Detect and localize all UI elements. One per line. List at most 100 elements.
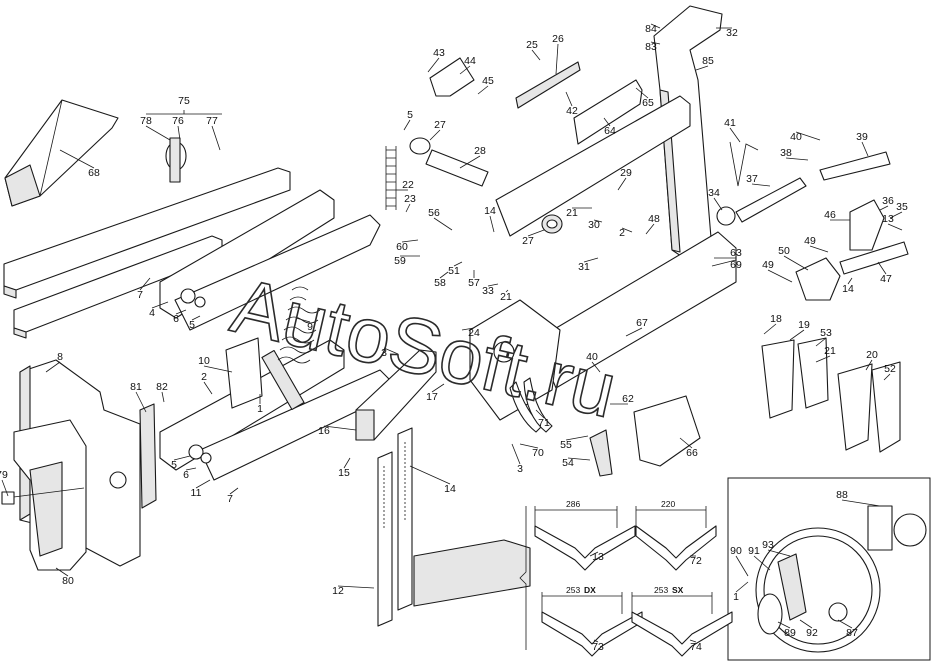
callout-p31: 31 [578, 261, 590, 273]
dim-220: 220 [661, 499, 675, 509]
callout-p52: 52 [884, 363, 896, 375]
callout-p12: 12 [332, 585, 344, 597]
part-46-pivot [849, 199, 885, 251]
callout-p17: 17 [426, 391, 438, 403]
callout-p82: 82 [156, 381, 168, 393]
leader-p67 [625, 327, 643, 337]
leader-p41 [729, 127, 741, 143]
callout-p40b: 40 [586, 351, 598, 363]
callout-p93: 93 [762, 539, 774, 551]
callout-p2b: 2 [201, 371, 207, 383]
callout-p55: 55 [560, 439, 572, 451]
callout-p84: 84 [645, 23, 657, 35]
leader-p14c [409, 465, 451, 485]
callout-p10: 10 [198, 355, 210, 367]
callout-p7b: 7 [227, 493, 233, 505]
leader-p49b [767, 269, 793, 283]
leader-p15 [343, 457, 351, 469]
leader-p78 [145, 125, 171, 141]
leader-p93 [767, 549, 791, 557]
leader-p13b [887, 223, 903, 231]
callout-p79: 79 [0, 469, 8, 481]
callout-p7a: 7 [137, 289, 143, 301]
callout-p23: 23 [404, 193, 416, 205]
part-66-tip [633, 395, 701, 467]
leader-p5b [191, 315, 201, 321]
part-12-rail [377, 427, 531, 627]
leader-p43 [427, 57, 440, 73]
leader-p54 [567, 457, 591, 461]
callout-p22: 22 [402, 179, 414, 191]
part-71-tine [509, 377, 553, 433]
leader-p14a [489, 215, 495, 233]
callout-p1b: 1 [733, 591, 739, 603]
callout-p68: 68 [88, 167, 100, 179]
callout-p42: 42 [566, 105, 578, 117]
part-77-long-beam [3, 167, 291, 299]
callout-p32: 32 [726, 27, 738, 39]
dim-253-suffix-dx: DX [584, 585, 596, 595]
callout-p67: 67 [636, 317, 648, 329]
leader-p19 [789, 329, 805, 341]
callout-p85: 85 [702, 55, 714, 67]
callout-p15: 15 [338, 467, 350, 479]
callout-p20: 20 [866, 349, 878, 361]
leader-p58 [439, 271, 449, 279]
callout-p76: 76 [172, 115, 184, 127]
callout-p30: 30 [588, 219, 600, 231]
leader-p42 [565, 91, 573, 107]
callout-p36: 36 [882, 195, 894, 207]
part-64-guard [573, 79, 643, 145]
callout-p16: 16 [318, 425, 330, 437]
callout-p89: 89 [784, 627, 796, 639]
leader-p70 [519, 443, 539, 449]
part-39-handle [819, 151, 891, 181]
callout-p73: 73 [592, 641, 604, 653]
bracket-75 [146, 110, 222, 115]
callout-p77: 77 [206, 115, 218, 127]
callout-p83: 83 [645, 41, 657, 53]
callout-p21c: 21 [824, 345, 836, 357]
callout-p34: 34 [708, 187, 720, 199]
leader-p68 [59, 149, 95, 169]
callout-p26: 26 [552, 33, 564, 45]
callout-p57: 57 [468, 277, 480, 289]
leader-p40b [591, 361, 601, 373]
leader-p76 [177, 125, 181, 141]
leader-p3b [511, 443, 521, 465]
leader-p8 [45, 361, 61, 373]
callout-p14c: 14 [444, 483, 456, 495]
leader-p5c [173, 455, 191, 461]
leader-p2b [203, 381, 213, 395]
callout-p58: 58 [434, 277, 446, 289]
leader-p49a [809, 245, 829, 253]
callout-p45: 45 [482, 75, 494, 87]
leader-p82 [161, 391, 165, 403]
leader-p53 [815, 337, 827, 347]
callout-p37: 37 [746, 173, 758, 185]
callout-p27b: 27 [522, 235, 534, 247]
callout-p53: 53 [820, 327, 832, 339]
leader-p35 [889, 211, 903, 219]
callout-p29: 29 [620, 167, 632, 179]
leader-p66 [679, 437, 693, 449]
leader-p34 [713, 197, 723, 211]
part-28-shaft [409, 137, 489, 187]
leader-p79 [1, 479, 9, 497]
leader-p14b [847, 277, 853, 285]
callout-p88: 88 [836, 489, 848, 501]
callout-p40a: 40 [790, 131, 802, 143]
callout-p27a: 27 [434, 119, 446, 131]
callout-p28: 28 [474, 145, 486, 157]
profiles [519, 506, 733, 657]
callout-p65: 65 [642, 97, 654, 109]
callout-p63: 63 [730, 247, 742, 259]
callout-p81: 81 [130, 381, 142, 393]
callout-p6a: 6 [173, 313, 179, 325]
callout-p44: 44 [464, 55, 476, 67]
leader-p47 [877, 261, 887, 275]
dim-253-number-dx: 253 [566, 585, 580, 595]
leader-p25 [531, 49, 541, 61]
leader-p45 [477, 85, 489, 95]
